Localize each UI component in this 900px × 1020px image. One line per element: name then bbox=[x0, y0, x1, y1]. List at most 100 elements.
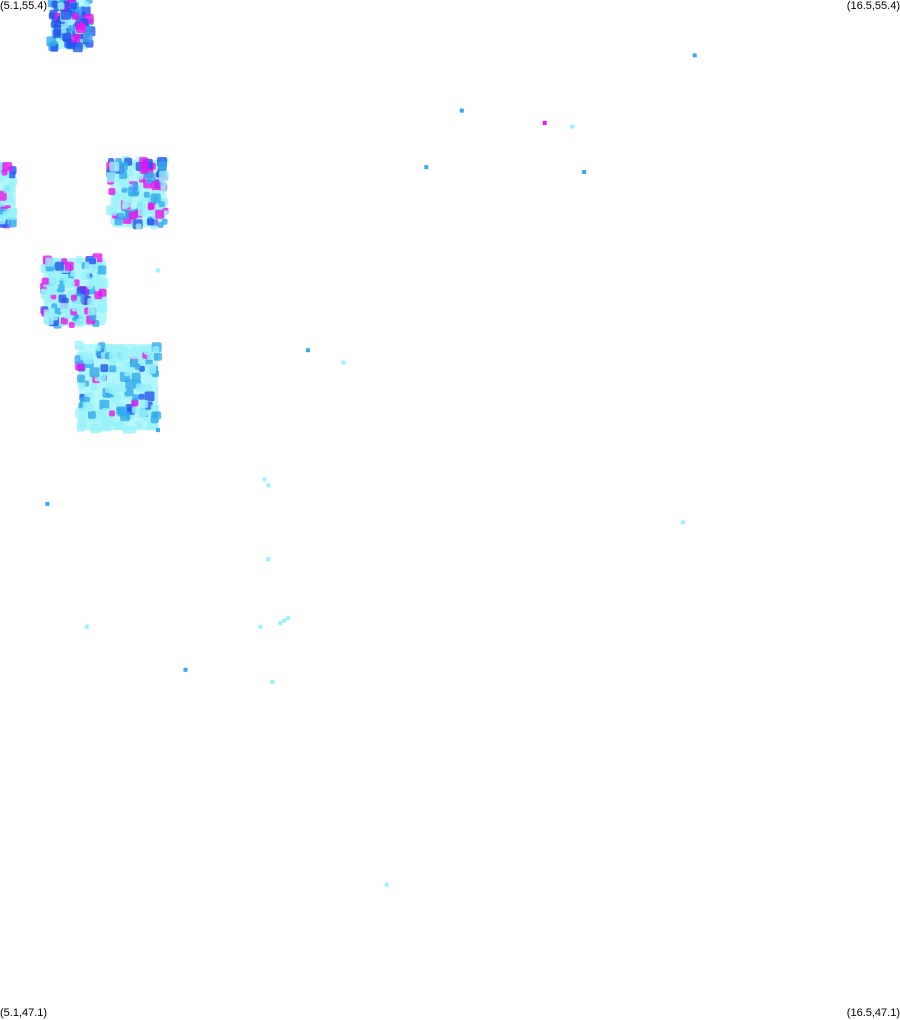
cluster-mark bbox=[8, 211, 17, 220]
cluster-mark bbox=[131, 372, 141, 382]
cluster-mark bbox=[0, 214, 7, 222]
cluster-mark bbox=[119, 171, 128, 179]
station-point bbox=[266, 557, 271, 562]
cluster-mark bbox=[81, 271, 90, 280]
cluster-mark bbox=[120, 411, 131, 422]
corner-label-bottom-right: (16.5,47.1) bbox=[846, 1007, 900, 1019]
cluster-mark bbox=[88, 277, 97, 286]
corner-label-top-left: (5.1,55.4) bbox=[0, 0, 48, 12]
cluster-mark bbox=[56, 284, 65, 293]
cluster-mark bbox=[106, 172, 117, 183]
cluster-mark bbox=[130, 349, 141, 360]
cluster-mark bbox=[117, 383, 127, 392]
cluster-mark bbox=[144, 391, 155, 402]
cluster-mark bbox=[89, 367, 100, 378]
cluster-mark bbox=[139, 157, 149, 167]
cluster-mark bbox=[145, 173, 156, 184]
cluster-mark bbox=[1, 169, 8, 176]
cluster-mark bbox=[8, 199, 15, 206]
cluster-mark bbox=[60, 9, 71, 20]
cluster-mark bbox=[115, 366, 123, 374]
station-point bbox=[270, 680, 275, 684]
cluster-mark bbox=[49, 276, 57, 284]
station-point bbox=[582, 170, 587, 174]
station-point bbox=[262, 477, 267, 482]
cluster-mark bbox=[71, 34, 81, 44]
cluster-mark bbox=[45, 298, 53, 306]
cluster-mark bbox=[143, 191, 150, 198]
station-point bbox=[155, 428, 160, 433]
cluster-mark bbox=[57, 2, 65, 10]
station-point bbox=[384, 882, 389, 887]
cluster-mark bbox=[51, 0, 59, 8]
cluster-mark bbox=[82, 32, 93, 43]
cluster-mark bbox=[64, 261, 74, 271]
station-point bbox=[258, 624, 263, 629]
cluster-mark bbox=[135, 421, 143, 429]
cluster-mark bbox=[6, 217, 17, 228]
cluster-mark bbox=[3, 183, 14, 194]
station-point bbox=[163, 210, 168, 215]
cluster-mark bbox=[54, 307, 62, 315]
cluster-mark bbox=[122, 352, 130, 361]
station-point bbox=[84, 624, 89, 629]
cluster-mark bbox=[54, 20, 61, 28]
cluster-mark bbox=[54, 261, 64, 271]
cluster-mark bbox=[97, 265, 107, 275]
cluster-mark bbox=[68, 24, 76, 32]
cluster-mark bbox=[123, 425, 131, 434]
cluster-mark bbox=[109, 410, 115, 417]
cluster-mark bbox=[128, 211, 137, 220]
cluster-mark bbox=[60, 317, 68, 325]
cluster-mark bbox=[137, 207, 147, 217]
station-point bbox=[155, 268, 160, 273]
cluster-mark bbox=[40, 288, 51, 299]
cluster-mark bbox=[140, 400, 149, 408]
cluster-mark bbox=[76, 286, 86, 296]
cluster-mark bbox=[120, 181, 128, 189]
cluster-mark bbox=[109, 351, 119, 361]
station-point bbox=[305, 348, 310, 353]
cluster-mark bbox=[52, 283, 59, 289]
cluster-mark bbox=[45, 311, 52, 318]
cluster-mark bbox=[124, 387, 134, 397]
cluster-mark bbox=[151, 410, 159, 418]
cluster-mark bbox=[157, 161, 167, 171]
cluster-mark bbox=[153, 352, 162, 361]
cluster-mark bbox=[67, 19, 74, 26]
cluster-mark bbox=[41, 277, 49, 285]
cluster-mark bbox=[89, 257, 96, 265]
cluster-mark bbox=[155, 209, 165, 219]
cluster-mark bbox=[68, 322, 75, 328]
cluster-mark bbox=[83, 1, 90, 8]
cluster-mark bbox=[96, 301, 107, 312]
cluster-mark bbox=[99, 399, 110, 410]
cluster-mark bbox=[89, 264, 99, 274]
cluster-mark bbox=[60, 27, 67, 34]
cluster-mark bbox=[146, 410, 152, 417]
cluster-mark bbox=[129, 426, 137, 434]
cluster-mark bbox=[121, 203, 128, 210]
cluster-mark bbox=[137, 408, 147, 418]
cluster-mark bbox=[152, 346, 160, 354]
cluster-mark bbox=[158, 170, 169, 181]
cluster-mark bbox=[71, 301, 82, 312]
cluster-mark bbox=[77, 417, 88, 428]
cluster-mark bbox=[99, 278, 109, 288]
cluster-mark bbox=[144, 348, 150, 355]
cluster-mark bbox=[135, 223, 142, 230]
cluster-mark bbox=[117, 213, 125, 220]
cluster-mark bbox=[105, 417, 115, 427]
cluster-mark bbox=[90, 383, 98, 391]
cluster-mark bbox=[87, 410, 96, 419]
cluster-mark bbox=[63, 1, 70, 8]
station-point bbox=[286, 616, 291, 621]
cluster-mark bbox=[129, 359, 138, 368]
cluster-mark bbox=[75, 256, 83, 263]
station-point bbox=[542, 120, 547, 125]
cluster-mark bbox=[160, 186, 167, 193]
cluster-mark bbox=[70, 270, 77, 277]
cluster-mark bbox=[158, 201, 165, 208]
